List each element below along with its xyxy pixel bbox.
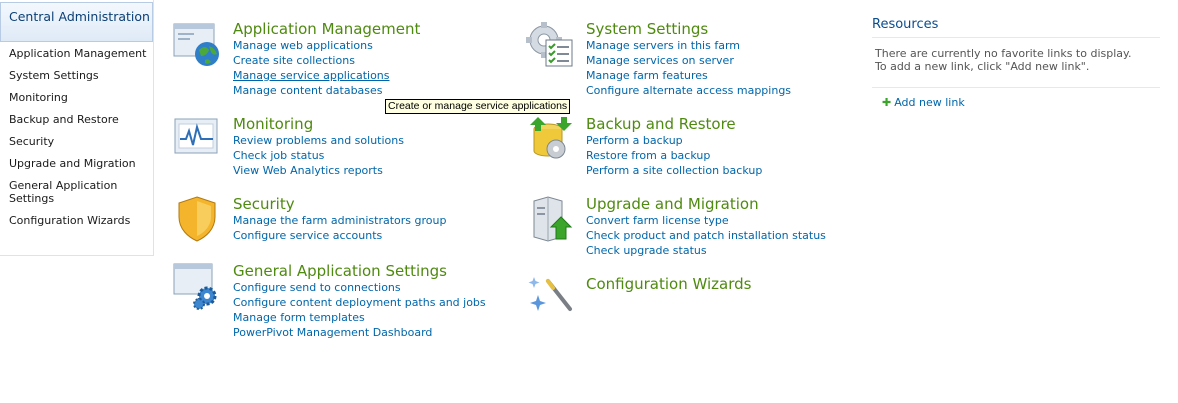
- nav-item-system-settings[interactable]: System Settings: [9, 69, 99, 82]
- link-content-deployment-paths[interactable]: Configure content deployment paths and j…: [233, 296, 486, 309]
- monitoring-content: Monitoring Review problems and solutions…: [233, 115, 404, 178]
- link-powerpivot-dashboard[interactable]: PowerPivot Management Dashboard: [233, 326, 433, 339]
- monitoring-chart-icon: [174, 118, 218, 154]
- general-settings-gears-icon: [173, 263, 217, 310]
- tooltip: Create or manage service applications: [385, 99, 571, 114]
- link-manage-service-applications[interactable]: Manage service applications: [233, 69, 390, 82]
- link-view-web-analytics[interactable]: View Web Analytics reports: [233, 164, 383, 177]
- link-manage-servers[interactable]: Manage servers in this farm: [586, 39, 740, 52]
- link-convert-farm-license[interactable]: Convert farm license type: [586, 214, 729, 227]
- nav-central-administration[interactable]: Central Administration: [0, 2, 153, 42]
- link-check-job-status[interactable]: Check job status: [233, 149, 325, 162]
- link-site-collection-backup[interactable]: Perform a site collection backup: [586, 164, 763, 177]
- link-manage-form-templates[interactable]: Manage form templates: [233, 311, 365, 324]
- nav-item-configuration-wizards[interactable]: Configuration Wizards: [9, 214, 131, 227]
- configuration-wizards-content: Configuration Wizards: [586, 275, 751, 293]
- magic-wand-icon: [528, 277, 572, 311]
- add-new-link-button[interactable]: ✚Add new link: [882, 96, 1160, 109]
- security-shield-icon: [178, 196, 216, 242]
- resources-panel: Resources There are currently no favorit…: [872, 17, 1160, 109]
- link-manage-services-on-server[interactable]: Manage services on server: [586, 54, 734, 67]
- nav-item-general-application-settings[interactable]: General Application Settings: [9, 179, 118, 205]
- link-manage-content-databases[interactable]: Manage content databases: [233, 84, 383, 97]
- upgrade-migration-heading[interactable]: Upgrade and Migration: [586, 195, 759, 213]
- upgrade-migration-content: Upgrade and Migration Convert farm licen…: [586, 195, 826, 258]
- link-manage-farm-features[interactable]: Manage farm features: [586, 69, 708, 82]
- system-settings-content: System Settings Manage servers in this f…: [586, 20, 791, 98]
- backup-restore-heading[interactable]: Backup and Restore: [586, 115, 736, 133]
- link-configure-service-accounts[interactable]: Configure service accounts: [233, 229, 383, 242]
- link-review-problems[interactable]: Review problems and solutions: [233, 134, 404, 147]
- resources-message-line-2: To add a new link, click "Add new link".: [875, 60, 1090, 73]
- monitoring-heading[interactable]: Monitoring: [233, 115, 314, 133]
- app-management-heading[interactable]: Application Management: [233, 20, 421, 38]
- left-navigation: Central Administration Application Manag…: [0, 0, 154, 256]
- resources-title: Resources: [872, 17, 1160, 38]
- general-settings-content: General Application Settings Configure s…: [233, 262, 486, 340]
- resources-divider: [872, 87, 1160, 88]
- app-management-content: Application Management Manage web applic…: [233, 20, 420, 98]
- resources-message-line-1: There are currently no favorite links to…: [875, 47, 1132, 60]
- configuration-wizards-heading[interactable]: Configuration Wizards: [586, 275, 752, 293]
- system-settings-gear-icon: [526, 22, 573, 67]
- nav-item-security[interactable]: Security: [9, 135, 55, 148]
- nav-list: Application Management System Settings M…: [9, 47, 149, 236]
- resources-message: There are currently no favorite links to…: [875, 47, 1160, 73]
- nav-item-backup-restore[interactable]: Backup and Restore: [9, 113, 119, 126]
- link-manage-web-applications[interactable]: Manage web applications: [233, 39, 373, 52]
- link-perform-backup[interactable]: Perform a backup: [586, 134, 683, 147]
- security-content: Security Manage the farm administrators …: [233, 195, 446, 243]
- backup-restore-icon: [530, 117, 572, 159]
- add-new-link-label: Add new link: [894, 96, 965, 109]
- link-manage-farm-administrators[interactable]: Manage the farm administrators group: [233, 214, 447, 227]
- system-settings-heading[interactable]: System Settings: [586, 20, 709, 38]
- link-create-site-collections[interactable]: Create site collections: [233, 54, 355, 67]
- link-check-product-patch-status[interactable]: Check product and patch installation sta…: [586, 229, 826, 242]
- nav-item-application-management[interactable]: Application Management: [9, 47, 147, 60]
- nav-item-monitoring[interactable]: Monitoring: [9, 91, 68, 104]
- link-check-upgrade-status[interactable]: Check upgrade status: [586, 244, 707, 257]
- link-configure-alternate-access[interactable]: Configure alternate access mappings: [586, 84, 792, 97]
- nav-item-upgrade-migration[interactable]: Upgrade and Migration: [9, 157, 136, 170]
- backup-restore-content: Backup and Restore Perform a backup Rest…: [586, 115, 762, 178]
- plus-icon: ✚: [882, 96, 892, 109]
- general-settings-heading[interactable]: General Application Settings: [233, 262, 447, 280]
- web-app-globe-icon: [173, 23, 219, 66]
- security-heading[interactable]: Security: [233, 195, 295, 213]
- link-configure-send-to[interactable]: Configure send to connections: [233, 281, 401, 294]
- link-restore-from-backup[interactable]: Restore from a backup: [586, 149, 711, 162]
- upgrade-server-icon: [533, 196, 573, 242]
